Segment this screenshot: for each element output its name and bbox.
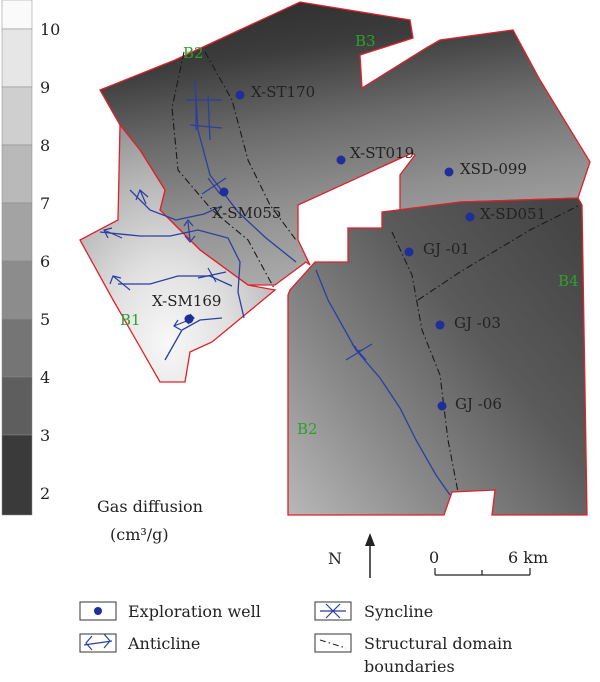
syncline-symbol-north xyxy=(201,177,227,195)
north-arrow: N xyxy=(328,533,375,578)
anticline-symbol-c xyxy=(103,227,123,239)
well-marker-x-st170[interactable] xyxy=(235,90,245,100)
colorbar-band-4 xyxy=(1,318,33,378)
syncline-symbol-west xyxy=(197,267,227,283)
wells: X-ST170 X-ST019 XSD-099 X-SM055 X-SD051 … xyxy=(152,83,546,413)
fold-axis-west-c xyxy=(118,275,233,287)
well-label-gj-03: GJ -03 xyxy=(454,314,501,332)
legend-label-anticline: Anticline xyxy=(127,634,200,653)
legend-label-exploration-well: Exploration well xyxy=(128,602,261,621)
scale-bar-start-label: 0 xyxy=(429,548,439,567)
legend-symbol-exploration-well xyxy=(94,607,102,615)
north-arrow-head xyxy=(365,533,375,546)
colorbar-band-8 xyxy=(1,86,33,146)
north-arrow-label: N xyxy=(328,549,342,568)
well-marker-x-sm055[interactable] xyxy=(219,187,229,197)
legend-label-boundary-line1: Structural domain xyxy=(364,634,512,653)
anticline-symbol-a xyxy=(135,188,149,205)
fold-axis-north-a xyxy=(186,94,223,141)
colorbar-band-3 xyxy=(1,376,33,436)
colorbar-tick-6: 6 xyxy=(40,252,50,271)
syncline-symbol-main xyxy=(345,343,373,361)
fold-axis-west-b xyxy=(129,189,223,221)
well-label-x-sm055: X-SM055 xyxy=(212,204,281,222)
well-marker-x-st019[interactable] xyxy=(336,155,346,165)
boundary-b2-b3-east xyxy=(204,51,297,241)
fold-axis-west-a xyxy=(99,229,245,319)
domain-label-b4: B4 xyxy=(558,272,579,290)
domain-label-b1: B1 xyxy=(120,311,141,329)
legend-box-boundary xyxy=(314,633,352,653)
colorbar-band-10 xyxy=(1,0,33,30)
well-label-gj-06: GJ -06 xyxy=(455,395,502,413)
map-region-west xyxy=(79,123,277,383)
scale-bar-end-label: 6 km xyxy=(508,548,548,567)
well-marker-gj-06[interactable] xyxy=(437,401,447,411)
colorbar-tick-2: 2 xyxy=(40,484,50,503)
well-label-x-sd051: X-SD051 xyxy=(480,205,546,223)
domain-label-b2-north: B2 xyxy=(183,44,204,62)
colorbar-tick-10: 10 xyxy=(40,20,60,39)
colorbar-tick-3: 3 xyxy=(40,426,50,445)
well-marker-xsd-099[interactable] xyxy=(444,167,454,177)
legend-symbol-syncline xyxy=(320,603,346,619)
scale-bar xyxy=(434,568,531,576)
legend-label-boundary-line2: boundaries xyxy=(364,657,455,676)
well-label-gj-01: GJ -01 xyxy=(423,240,470,258)
boundary-b2-b4 xyxy=(391,231,459,493)
domain-label-b2-south: B2 xyxy=(297,420,318,438)
colorbar-band-9 xyxy=(1,28,33,88)
colorbar-tick-8: 8 xyxy=(40,136,50,155)
well-marker-x-sd051[interactable] xyxy=(465,212,475,222)
colorbar-band-2 xyxy=(1,434,33,516)
map-region-east xyxy=(287,197,588,516)
colorbar-band-5 xyxy=(1,260,33,320)
colorbar: 10 9 8 7 6 5 4 3 2 Gas diffusion (cm³/g) xyxy=(1,0,203,544)
structural-boundaries xyxy=(171,51,579,493)
fold-axis-west-d xyxy=(164,317,223,361)
legend: Exploration well Anticline Syncline Stru… xyxy=(79,601,512,676)
colorbar-tick-4: 4 xyxy=(40,368,50,387)
boundary-b4-north xyxy=(417,205,579,301)
colorbar-tick-9: 9 xyxy=(40,78,50,97)
well-label-xsd-099: XSD-099 xyxy=(460,160,527,178)
anticline-symbol-d xyxy=(109,275,131,291)
syncline-axis-main xyxy=(315,269,451,496)
colorbar-tick-7: 7 xyxy=(40,194,50,213)
domain-label-b3: B3 xyxy=(355,32,376,50)
colorbar-band-6 xyxy=(1,202,33,262)
legend-symbol-boundary xyxy=(319,639,347,649)
colorbar-tick-5: 5 xyxy=(40,310,50,329)
well-marker-gj-01[interactable] xyxy=(404,247,414,257)
well-marker-x-sm169[interactable] xyxy=(184,314,194,324)
colorbar-band-7 xyxy=(1,144,33,204)
well-label-x-st170: X-ST170 xyxy=(251,83,315,101)
legend-symbol-anticline xyxy=(83,633,113,651)
anticline-symbol-b xyxy=(183,218,196,243)
colorbar-title-line2: (cm³/g) xyxy=(110,525,169,544)
fold-symbols xyxy=(103,177,373,361)
colorbar-title-line1: Gas diffusion xyxy=(97,497,203,516)
boundary-b2-b3 xyxy=(171,51,276,291)
well-label-x-sm169: X-SM169 xyxy=(152,292,221,310)
well-label-x-st019: X-ST019 xyxy=(350,144,414,162)
legend-label-syncline: Syncline xyxy=(364,602,433,621)
well-marker-gj-03[interactable] xyxy=(435,320,445,330)
